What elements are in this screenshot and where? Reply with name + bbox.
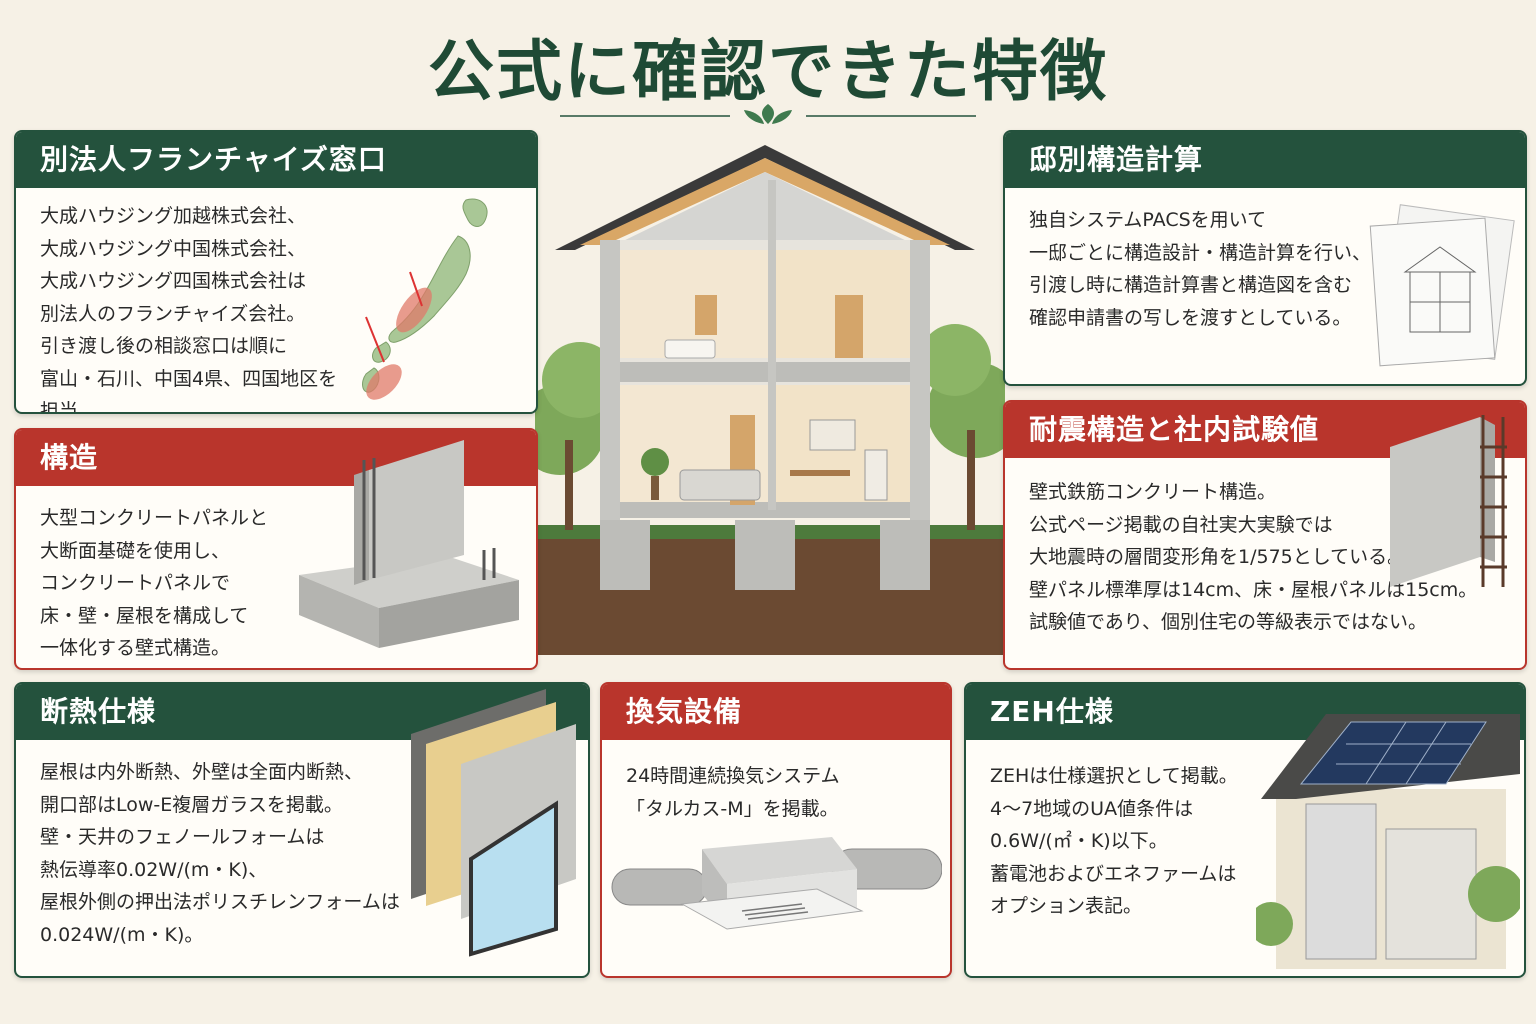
text-line: 一邸ごとに構造設計・構造計算を行い、 <box>1029 241 1372 264</box>
structural-calc-card: 邸別構造計算 独自システムPACSを用いて 一邸ごとに構造設計・構造計算を行い、… <box>1003 130 1527 386</box>
leaf-icon <box>560 104 976 124</box>
vent-text: 24時間連続換気システム 「タルカス-M」を掲載。 <box>626 760 840 825</box>
franchise-card: 別法人フランチャイズ窓口 大成ハウジング加越株式会社、 大成ハウジング中国株式会… <box>14 130 538 414</box>
text-line: 24時間連続換気システム <box>626 765 840 787</box>
text-line: 別法人のフランチャイズ会社。 <box>40 302 306 325</box>
vent-heading: 換気設備 <box>602 684 950 740</box>
structure-text: 大型コンクリートパネルと 大断面基礎を使用し、 コンクリートパネルで 床・壁・屋… <box>40 502 268 665</box>
quake-text: 壁式鉄筋コンクリート構造。 公式ページ掲載の自社実大実験では 大地震時の層間変形… <box>1029 476 1477 639</box>
text-line: 開口部はLow-E複層ガラスを掲載。 <box>40 793 343 816</box>
rebar-wall-icon <box>1390 415 1507 587</box>
earthquake-card: 耐震構造と社内試験値 壁式鉄筋コンクリート構造。 公式ページ掲載の自社実大実験で… <box>1003 400 1527 670</box>
text-line: 大成ハウジング加越株式会社、 <box>40 205 307 227</box>
text-line: 確認申請書の写しを渡すとしている。 <box>1029 306 1352 329</box>
blueprint-icon <box>1369 204 1515 367</box>
insulation-text: 屋根は内外断熱、外壁は全面内断熱、 開口部はLow-E複層ガラスを掲載。 壁・天… <box>40 756 400 951</box>
calc-heading: 邸別構造計算 <box>1005 132 1525 188</box>
text-line: ZEHは仕様選択として掲載。 <box>990 765 1238 787</box>
text-line: 引き渡し後の相談窓口は順に <box>40 335 288 357</box>
text-line: コンクリートパネルで <box>40 572 231 594</box>
text-line: 熱伝導率0.02W/(m・K)、 <box>40 858 268 881</box>
text-line: 富山・石川、中国4県、四国地区を <box>40 367 338 390</box>
text-line: 蓄電池およびエネファームは <box>990 862 1237 885</box>
concrete-panel-icon <box>299 440 519 648</box>
structure-card: 構造 大型コンクリートパネルと 大断面基礎を使用し、 コンクリートパネルで 床・… <box>14 428 538 670</box>
ventilation-card: 換気設備 24時間連続換気システム 「タルカス-M」を掲載。 <box>600 682 952 978</box>
text-line: 0.6W/(㎡・K)以下。 <box>990 830 1168 852</box>
text-line: 一体化する壁式構造。 <box>40 637 231 659</box>
insulation-card: 断熱仕様 屋根は内外断熱、外壁は全面内断熱、 開口部はLow-E複層ガラスを掲載… <box>14 682 590 978</box>
page-title: 公式に確認できた特徴 <box>428 32 1108 110</box>
text-line: 大型コンクリートパネルと <box>40 507 269 529</box>
japan-map-icon <box>362 198 488 400</box>
text-line: 「タルカス-M」を掲載。 <box>626 797 839 820</box>
text-line: 0.024W/(m・K)。 <box>40 923 204 946</box>
franchise-text: 大成ハウジング加越株式会社、 大成ハウジング中国株式会社、 大成ハウジング四国株… <box>40 200 338 414</box>
zeh-text: ZEHは仕様選択として掲載。 4〜7地域のUA値条件は 0.6W/(㎡・K)以下… <box>990 760 1238 923</box>
franchise-heading: 別法人フランチャイズ窓口 <box>16 132 536 188</box>
house-cutaway-icon <box>535 145 1005 655</box>
text-line: 担当。 <box>40 400 98 414</box>
text-line: 公式ページ掲載の自社実大実験では <box>1029 513 1333 536</box>
text-line: 大成ハウジング中国株式会社、 <box>40 237 307 260</box>
text-line: 独自システムPACSを用いて <box>1029 209 1267 231</box>
text-line: 壁式鉄筋コンクリート構造。 <box>1029 481 1277 503</box>
zeh-card: ZEH仕様 ZEHは仕様選択として掲載。 4〜7地域のUA値条件は 0.6W/(… <box>964 682 1526 978</box>
text-line: 屋根外側の押出法ポリスチレンフォームは <box>40 891 400 913</box>
calc-text: 独自システムPACSを用いて 一邸ごとに構造設計・構造計算を行い、 引渡し時に構… <box>1029 204 1371 334</box>
text-line: 大地震時の層間変形角を1/575としている。 <box>1029 546 1407 568</box>
text-line: 引渡し時に構造計算書と構造図を含む <box>1029 274 1353 296</box>
quake-heading: 耐震構造と社内試験値 <box>1005 402 1525 458</box>
text-line: 大成ハウジング四国株式会社は <box>40 270 307 292</box>
insulation-layers-icon <box>411 689 576 957</box>
text-line: 試験値であり、個別住宅の等級表示ではない。 <box>1029 611 1428 633</box>
text-line: 床・壁・屋根を構成して <box>40 604 249 627</box>
text-line: 壁パネル標準厚は14cm、床・屋根パネルは15cm。 <box>1029 578 1478 601</box>
text-line: 屋根は内外断熱、外壁は全面内断熱、 <box>40 761 364 783</box>
text-line: 壁・天井のフェノールフォームは <box>40 826 325 848</box>
solar-house-icon <box>1256 714 1520 969</box>
text-line: 4〜7地域のUA値条件は <box>990 797 1194 820</box>
text-line: オプション表記。 <box>990 895 1143 917</box>
text-line: 大断面基礎を使用し、 <box>40 539 231 562</box>
ventilation-unit-icon <box>611 837 942 930</box>
